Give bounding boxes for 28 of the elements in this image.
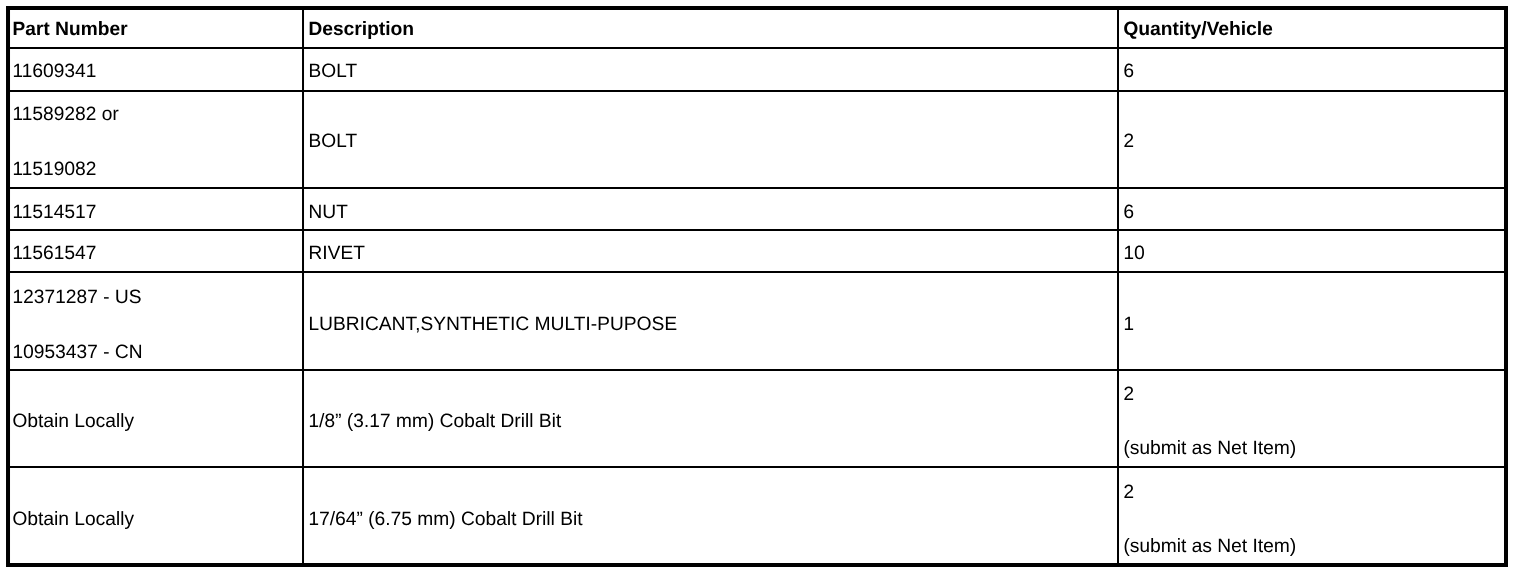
cell-text: (submit as Net Item) bbox=[1124, 440, 1296, 458]
cell-text: 11589282 or bbox=[13, 106, 119, 121]
cell-text: 1/8” (3.17 mm) Cobalt Drill Bit bbox=[309, 413, 562, 431]
cell-text: 17/64” (6.75 mm) Cobalt Drill Bit bbox=[309, 511, 583, 529]
cell-text: 10 bbox=[1124, 245, 1144, 260]
cell-text: 6 bbox=[1124, 63, 1134, 78]
column-header: Part Number bbox=[13, 21, 128, 36]
cell-text: 2 bbox=[1124, 484, 1134, 498]
column-header: Quantity/Vehicle bbox=[1124, 21, 1273, 39]
cell-text: Obtain Locally bbox=[13, 511, 134, 529]
cell-text: (submit as Net Item) bbox=[1124, 538, 1296, 556]
cell-text: 11561547 bbox=[13, 245, 96, 260]
cell-text: 2 bbox=[1124, 386, 1134, 400]
cell-text: BOLT bbox=[310, 133, 357, 148]
cell-text: 12371287 - US bbox=[13, 289, 141, 304]
cell-text: NUT bbox=[310, 204, 348, 219]
cell-text: RIVET bbox=[310, 245, 365, 259]
cell-text: 6 bbox=[1124, 204, 1134, 219]
cell-text: 1 bbox=[1124, 316, 1134, 330]
cell-text: 11519082 bbox=[13, 161, 96, 176]
cell-text: 2 bbox=[1124, 133, 1134, 147]
cell-text: 10953437 - CN bbox=[13, 344, 141, 359]
cell-text: BOLT bbox=[310, 63, 357, 78]
cell-text: Obtain Locally bbox=[13, 413, 134, 431]
cell-text: 11514517 bbox=[13, 204, 96, 219]
cell-text: 11609341 bbox=[13, 63, 96, 78]
cell-text: LUBRICANT,SYNTHETIC MULTI-PUPOSE bbox=[310, 316, 677, 333]
column-header: Description bbox=[309, 21, 413, 39]
